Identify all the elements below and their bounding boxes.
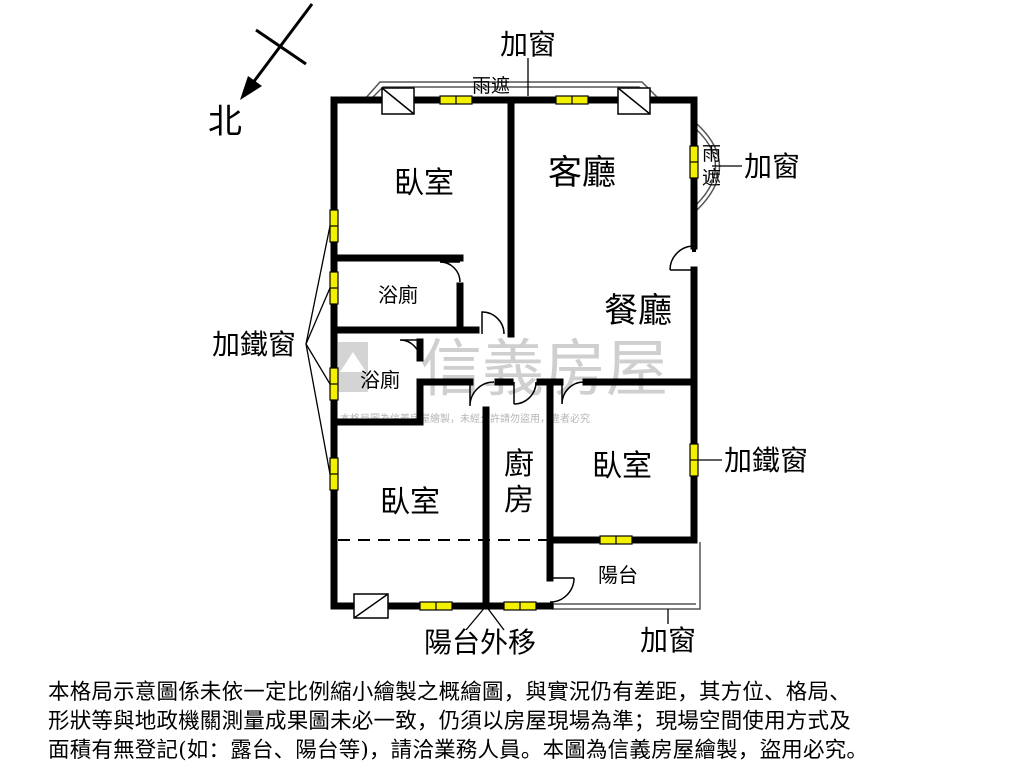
room-bathroom-1: 浴廁: [378, 283, 418, 307]
label-rain-cover-top: 雨遮: [472, 75, 510, 97]
room-bedroom-bottom-left: 臥室: [380, 485, 440, 520]
compass-arrowhead: [240, 76, 262, 100]
door-bath1: [439, 261, 461, 283]
compass-arrow: [250, 3, 314, 85]
room-dining: 餐廳: [604, 291, 672, 331]
label-rain-cover-right-2: 遮: [702, 167, 721, 189]
windows: [329, 95, 699, 611]
door-living: [669, 245, 695, 271]
doors: [399, 245, 695, 603]
room-kitchen-2: 房: [504, 483, 534, 518]
room-balcony: 陽台: [598, 563, 638, 587]
label-rain-cover-right-1: 雨: [702, 143, 721, 165]
disclaimer-line-2: 形狀等與地政機關測量成果圖未必一致，仍須以房屋現場為準；現場空間使用方式及: [48, 709, 851, 734]
watermark: 信義房屋 本格局圖為信義房屋繪製，未經允許請勿盜用，違者必究: [338, 332, 668, 425]
watermark-logo-house-icon: [340, 352, 366, 372]
compass: 北: [208, 3, 314, 142]
door-bath2: [399, 339, 421, 361]
label-add-window-bottom: 加窗: [640, 624, 696, 657]
room-living: 客廳: [548, 153, 616, 193]
room-bedroom-right: 臥室: [592, 449, 652, 484]
disclaimer-line-3: 面積有無登記(如：露台、陽台等)，請洽業務人員。本圖為信義房屋繪製，盜用必究。: [48, 738, 869, 763]
ac-units: [353, 87, 651, 619]
room-bedroom-top-left: 臥室: [394, 166, 454, 201]
room-kitchen-1: 廚: [504, 447, 534, 482]
door-bedroom-right: [561, 381, 585, 405]
disclaimer-line-1: 本格局示意圖係未依一定比例縮小繪製之概繪圖，與實況仍有差距，其方位、格局、: [48, 680, 851, 705]
label-add-window-right: 加窗: [744, 150, 800, 183]
label-add-window-top: 加窗: [500, 28, 556, 61]
door-bedroom-bottom: [469, 381, 495, 407]
label-iron-window-right: 加鐵窗: [724, 444, 808, 477]
label-balcony-moved: 陽台外移: [424, 626, 536, 659]
watermark-brand: 信義房屋: [420, 332, 668, 405]
callout-lines: [305, 58, 742, 631]
door-bedroom-top: [481, 311, 505, 335]
disclaimer: 本格局示意圖係未依一定比例縮小繪製之概繪圖，與實況仍有差距，其方位、格局、 形狀…: [48, 678, 988, 765]
label-iron-window-left: 加鐵窗: [212, 328, 296, 361]
door-balcony: [549, 577, 575, 603]
compass-crossbar: [255, 28, 307, 66]
room-bathroom-2: 浴廁: [360, 368, 400, 392]
door-kitchen: [513, 381, 537, 405]
compass-north-label: 北: [208, 102, 242, 142]
